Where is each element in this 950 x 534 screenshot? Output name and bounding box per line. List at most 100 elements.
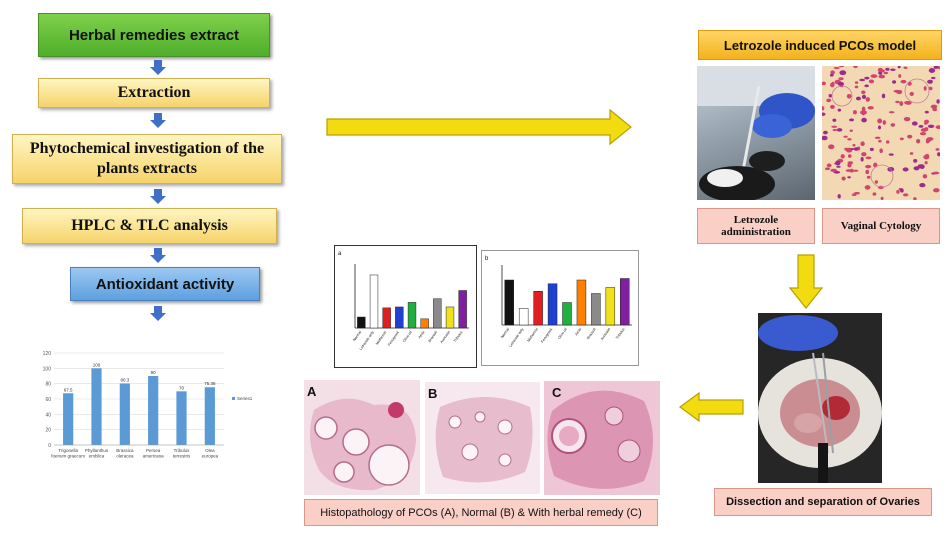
bar-value-label: 75.36 [204, 381, 216, 386]
bar-value-label: 80.3 [120, 377, 129, 382]
x-tick-label: Phyllanthus [85, 448, 109, 453]
antioxidant-label: Antioxidant activity [95, 275, 235, 293]
x-tick-label: terrestris [173, 454, 191, 459]
x-tick-label: Persea [146, 448, 161, 453]
x-tick-label: Broccoli [428, 330, 439, 343]
bar [357, 316, 366, 329]
bar [445, 306, 455, 329]
dissection-box: Dissection and separation of Ovaries [714, 488, 932, 516]
bar [591, 293, 601, 326]
extraction-box: Extraction [38, 78, 270, 108]
down-arrow-icon [150, 248, 166, 263]
histology-panel-b: B [425, 382, 540, 494]
x-tick-label: Metformin [375, 330, 387, 345]
bar [458, 290, 467, 329]
legend-label: Series1 [237, 396, 253, 401]
y-tick-label: 80 [45, 382, 51, 388]
vaginal-cytology-photo [822, 66, 940, 200]
histopathology-caption: Histopathology of PCOs (A), Normal (B) &… [320, 506, 642, 519]
y-tick-label: 20 [45, 428, 51, 434]
bar [407, 302, 417, 329]
x-tick-label: Tribulus [615, 327, 626, 340]
bar [605, 287, 616, 326]
bar [547, 283, 558, 326]
bar-value-label: 90 [151, 370, 157, 375]
bar-value-label: 100 [93, 362, 101, 367]
bar [620, 278, 630, 326]
panel-letter: b [485, 256, 489, 262]
histology-panel-a-letter: A [307, 384, 317, 399]
x-tick-label: Tribulus [174, 448, 191, 453]
bar [369, 274, 379, 329]
bar [148, 376, 159, 445]
bar [433, 298, 442, 329]
x-tick-label: Olive oil [557, 327, 568, 340]
x-tick-label: Amla [574, 327, 582, 336]
left-arrow-icon [679, 392, 744, 422]
y-tick-label: 60 [45, 397, 51, 403]
vaginal-cytology-box: Vaginal Cytology [822, 208, 940, 244]
down-arrow-icon [150, 189, 166, 204]
histology-panel-a: A [304, 380, 420, 495]
x-tick-label: Metformin [526, 327, 538, 342]
bar [518, 308, 529, 326]
extraction-label: Extraction [117, 84, 191, 101]
down-arrow-icon [150, 113, 166, 128]
bar-value-label: 70 [179, 385, 185, 390]
down-arrow-icon [150, 306, 166, 321]
bar [562, 302, 572, 326]
herbal-remedies-box: Herbal remedies extract [38, 13, 270, 57]
bar [395, 306, 404, 329]
right-arrow-icon [326, 108, 632, 146]
y-tick-label: 40 [45, 412, 51, 418]
phytochemical-label: Phytochemical investigation of the plant… [29, 140, 265, 177]
x-tick-label: Fenugreek [540, 327, 553, 344]
x-tick-label: Brassica [116, 448, 134, 453]
legend-swatch [232, 397, 235, 400]
x-tick-label: Amla [418, 330, 426, 339]
panel-letter: a [338, 251, 342, 257]
histology-panel-b-letter: B [428, 386, 438, 401]
bar [119, 383, 130, 445]
down-arrow-icon [150, 60, 166, 75]
y-tick-label: 100 [43, 366, 52, 372]
x-tick-label: europea [202, 454, 219, 459]
hplc-tlc-label: HPLC & TLC analysis [71, 217, 228, 234]
bar [176, 391, 187, 445]
x-tick-label: Trigonella [58, 448, 78, 453]
x-tick-label: Letrozole only [508, 327, 524, 348]
x-tick-label: Avocado [440, 330, 451, 344]
histology-panel-c-letter: C [552, 385, 562, 400]
x-tick-label: Avocado [600, 327, 611, 341]
bar [204, 387, 215, 445]
phytochemical-box: Phytochemical investigation of the plant… [12, 134, 282, 184]
x-tick-label: foenum graecum [51, 454, 85, 459]
bar [420, 318, 429, 329]
vaginal-cytology-label: Vaginal Cytology [840, 220, 922, 232]
bar [91, 368, 102, 445]
x-tick-label: Normal [500, 327, 510, 339]
x-tick-label: americana [143, 454, 165, 459]
y-tick-label: 120 [43, 351, 52, 357]
bar [504, 279, 514, 326]
letrozole-administration-box: Letrozole administration [697, 208, 815, 244]
x-tick-label: emblica [89, 454, 105, 459]
bar-value-label: 67.5 [64, 387, 73, 392]
x-tick-label: Olea [205, 448, 215, 453]
bar [382, 307, 391, 329]
histopathology-caption-box: Histopathology of PCOs (A), Normal (B) &… [304, 499, 658, 526]
letrozole-injection-photo [697, 66, 815, 200]
y-tick-label: 0 [48, 443, 51, 449]
histology-panel-c: C [544, 381, 660, 495]
x-tick-label: Normal [352, 330, 362, 342]
letrozole-administration-label: Letrozole administration [721, 214, 791, 238]
x-tick-label: Fenugreek [387, 330, 400, 347]
bar [576, 279, 587, 326]
hplc-tlc-box: HPLC & TLC analysis [22, 208, 277, 244]
pcos-model-title: Letrozole induced PCOs model [723, 37, 917, 53]
dissection-label: Dissection and separation of Ovaries [726, 496, 920, 508]
bar [533, 291, 543, 326]
